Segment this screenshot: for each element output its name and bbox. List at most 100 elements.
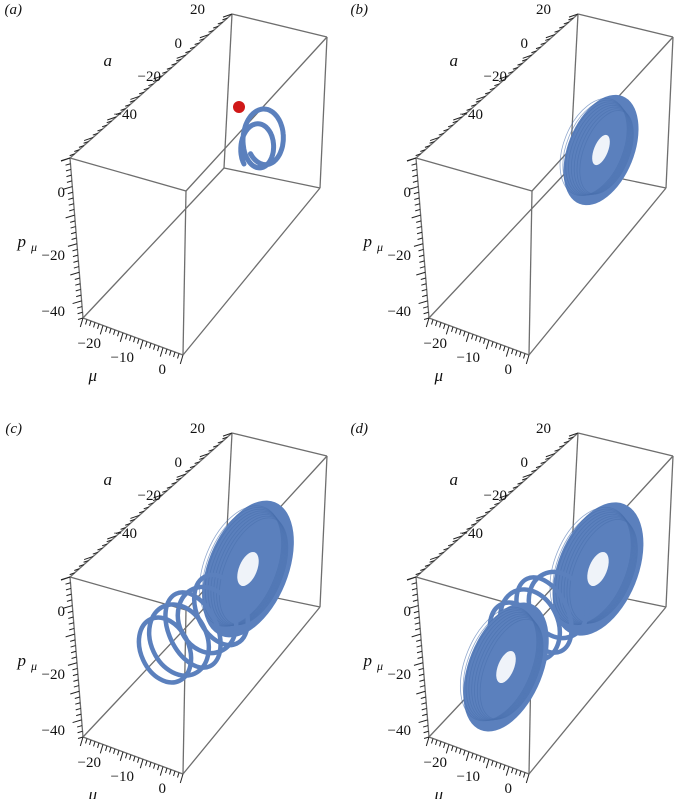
axis-tick [72,667,78,671]
axis-tick [173,351,176,358]
axis-tick [545,38,551,41]
axis-tick [421,283,427,286]
axis-tick [522,54,532,59]
axis-tick [409,186,419,190]
axis-tick [153,494,163,499]
axis-tick [89,320,92,327]
axis-tick [107,116,117,121]
axis-tick [471,104,477,107]
axis-tick [152,79,159,83]
torus-shading [563,515,636,624]
axis-tick [540,42,546,46]
axis-tick [130,95,140,100]
p-axis-subscript: μ [376,659,383,673]
axis-tick [489,506,495,510]
trajectory-curve [238,106,286,171]
p-axis-title: p [17,232,27,251]
panel-letter: (c) [5,421,22,437]
a-tick-label: 0 [521,455,529,471]
a-axis-title: a [104,51,113,70]
mu-tick-label: −10 [457,350,480,366]
torus-shading [216,515,288,626]
axis-tick [149,343,152,349]
axis-tick [176,473,186,478]
a-axis-title: a [450,470,459,489]
axis-tick [453,535,463,540]
axis-tick [73,685,79,688]
torus-shading [562,99,629,196]
axis-tick [101,124,108,128]
axis-tick [60,157,71,162]
axis-tick [519,351,522,358]
box-edge [528,606,667,775]
box-edge [528,190,533,356]
axis-tick [419,685,425,688]
torus-shading [568,103,631,196]
axis-tick [175,58,182,62]
axis-tick [413,662,424,666]
torus-shading [479,618,544,720]
axis-tick [75,707,81,711]
axis-tick [125,523,131,526]
torus-shading [207,510,285,626]
axis-tick [85,738,88,744]
axis-tick [65,168,72,172]
mu-axis-title: μ [433,785,443,799]
box-edge [69,157,187,192]
axis-tick [72,673,79,677]
p-axis-title: p [363,651,373,670]
axis-tick [417,656,423,659]
a-tick-label: 0 [175,455,183,471]
axis-tick [92,132,98,136]
panel-letter: (a) [5,2,23,18]
axis-tick [475,335,478,341]
a-tick-label: −40 [114,107,137,123]
axis-tick [222,436,228,440]
mu-tick-label: 0 [159,781,167,797]
axis-tick [479,756,482,762]
a-tick-label: −20 [138,69,161,85]
axis-tick [438,132,444,136]
axis-tick [185,469,191,473]
axis-tick [70,226,76,229]
axis-tick [505,766,510,776]
axis-tick [418,719,428,724]
axis-tick [138,510,145,514]
axis-tick [74,568,80,571]
torus-blob [549,502,644,636]
axis-tick [166,67,172,70]
axis-tick [461,112,468,115]
axis-tick [189,465,196,469]
axis-tick [194,461,200,465]
axis-tick [451,745,454,751]
axis-tick [531,469,537,473]
axis-tick [471,334,474,340]
box-edge [415,157,533,192]
axis-tick [415,153,421,157]
axis-tick [416,231,423,235]
axis-tick [517,62,523,66]
axis-tick [414,622,420,625]
axis-tick [71,237,77,240]
axis-tick [70,220,76,223]
axis-tick [515,350,518,356]
axis-tick [129,518,135,522]
axis-tick [162,71,168,74]
box-edge [577,432,674,457]
axis-tick [148,83,154,87]
axis-tick [70,271,80,276]
axis-tick [416,690,426,695]
box-edge [415,432,579,578]
axis-tick [212,25,219,29]
axis-tick [120,108,126,111]
p-tick-label: −40 [388,304,411,320]
axis-tick [139,759,144,769]
a-tick-label: −40 [460,107,483,123]
axis-tick [491,760,494,766]
axis-tick [77,317,84,320]
axis-tick [418,667,424,671]
axis-tick [419,260,425,263]
a-tick-label: −20 [484,488,507,504]
mu-tick-label: 0 [505,781,513,797]
axis-tick [76,713,82,717]
